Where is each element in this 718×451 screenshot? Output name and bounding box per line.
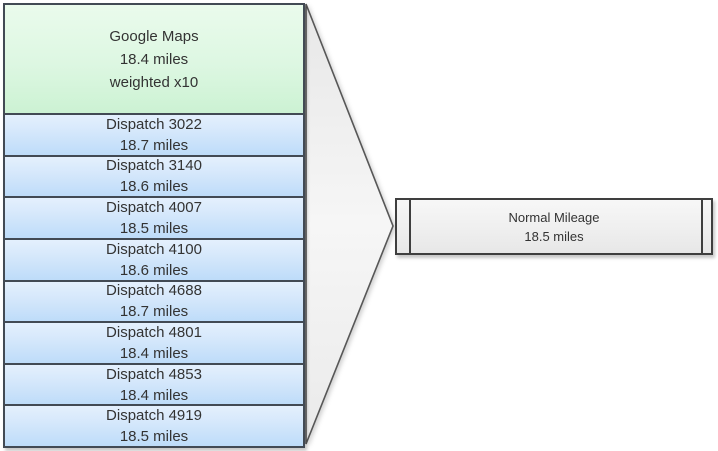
dispatch-label: Dispatch 4801 xyxy=(106,323,202,341)
dispatch-label: Dispatch 4919 xyxy=(106,407,202,425)
dispatch-box: Dispatch 4007 18.5 miles xyxy=(5,198,303,240)
dispatch-miles: 18.6 miles xyxy=(119,261,189,279)
normal-mileage-title: Normal Mileage xyxy=(508,209,600,225)
dispatch-label: Dispatch 4100 xyxy=(106,240,202,258)
google-maps-miles: 18.4 miles xyxy=(119,50,189,68)
process-box-right-bar xyxy=(701,200,703,253)
mileage-source-stack: Google Maps 18.4 miles weighted x10 Disp… xyxy=(3,3,305,448)
dispatch-label: Dispatch 4688 xyxy=(106,282,202,300)
dispatch-box: Dispatch 4853 18.4 miles xyxy=(5,364,303,407)
dispatch-label: Dispatch 4007 xyxy=(106,199,202,217)
google-maps-box: Google Maps 18.4 miles weighted x10 xyxy=(5,5,303,115)
dispatch-miles: 18.6 miles xyxy=(119,178,189,196)
dispatch-box: Dispatch 4688 18.7 miles xyxy=(5,281,303,324)
normal-mileage-box: Normal Mileage 18.5 miles xyxy=(395,198,713,255)
funnel-triangle xyxy=(305,3,394,445)
google-maps-title: Google Maps xyxy=(109,27,199,45)
dispatch-miles: 18.5 miles xyxy=(119,428,189,446)
dispatch-miles: 18.5 miles xyxy=(119,220,189,238)
dispatch-miles: 18.4 miles xyxy=(119,344,189,362)
dispatch-box: Dispatch 4919 18.5 miles xyxy=(5,406,303,446)
dispatch-miles: 18.7 miles xyxy=(119,303,189,321)
dispatch-box: Dispatch 3022 18.7 miles xyxy=(5,115,303,157)
dispatch-box: Dispatch 4100 18.6 miles xyxy=(5,239,303,282)
dispatch-miles: 18.7 miles xyxy=(119,136,189,154)
process-box-left-bar xyxy=(409,200,411,253)
dispatch-box: Dispatch 3140 18.6 miles xyxy=(5,156,303,199)
dispatch-box: Dispatch 4801 18.4 miles xyxy=(5,323,303,365)
dispatch-label: Dispatch 3022 xyxy=(106,115,202,133)
google-maps-weight: weighted x10 xyxy=(109,73,199,91)
dispatch-miles: 18.4 miles xyxy=(119,386,189,404)
normal-mileage-miles: 18.5 miles xyxy=(524,228,584,244)
dispatch-label: Dispatch 4853 xyxy=(106,365,202,383)
dispatch-label: Dispatch 3140 xyxy=(106,157,202,175)
